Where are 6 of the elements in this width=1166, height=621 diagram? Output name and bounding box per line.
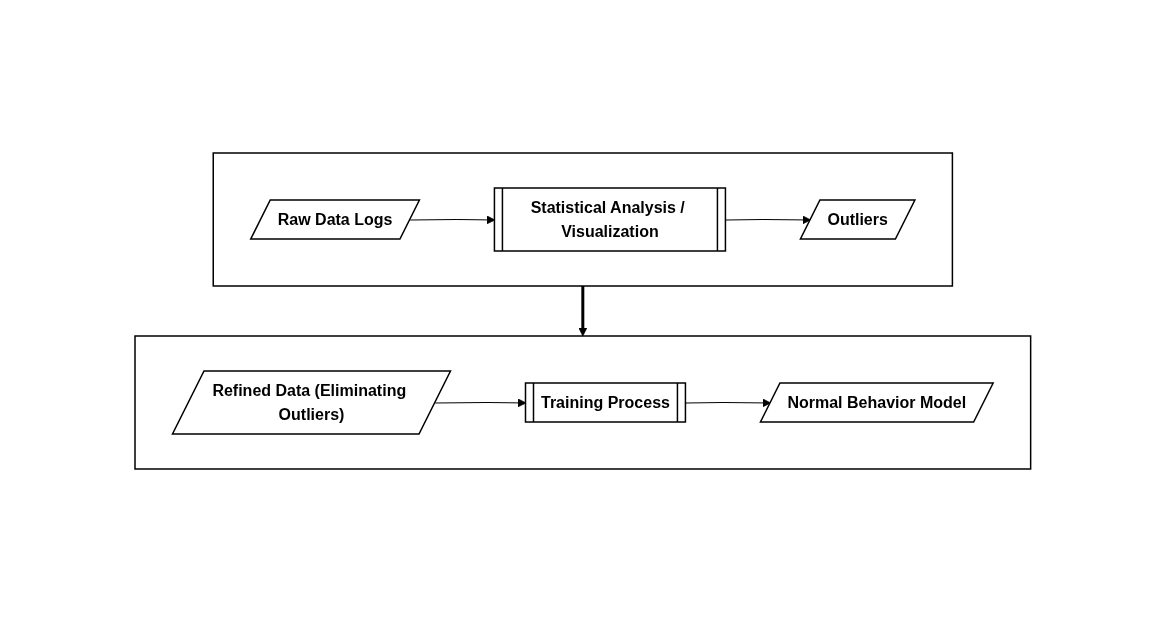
cluster bbox=[134, 334, 1032, 470]
arrow bbox=[685, 398, 772, 407]
arrow bbox=[409, 215, 496, 224]
cluster bbox=[212, 151, 954, 287]
arrow bbox=[578, 285, 588, 336]
arrow bbox=[434, 398, 527, 407]
